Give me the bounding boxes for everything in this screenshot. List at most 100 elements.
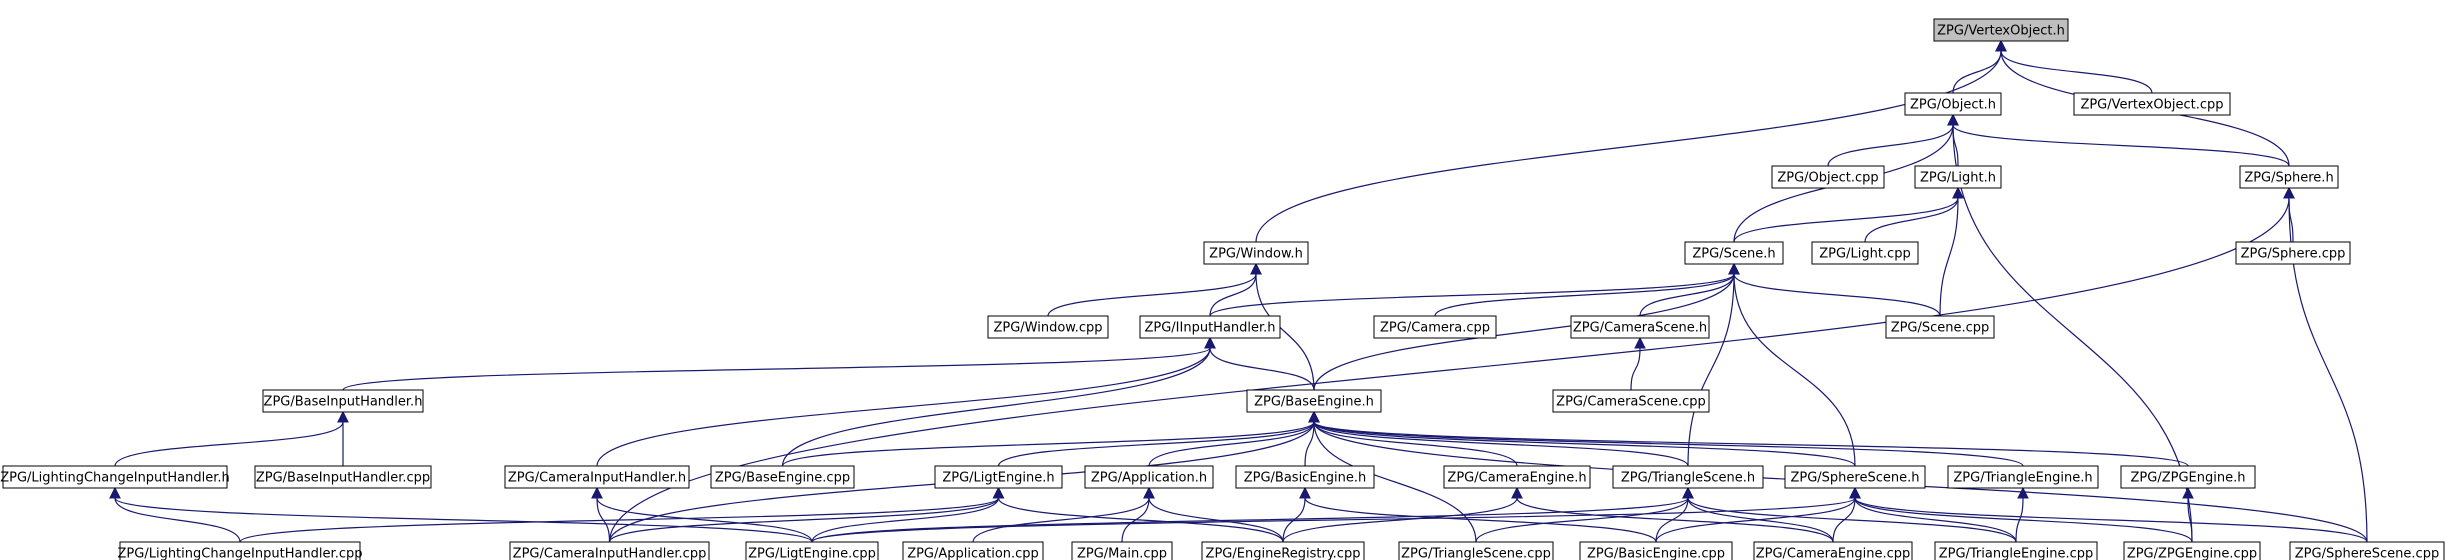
edge-arrowhead: [1728, 262, 1740, 275]
node-box[interactable]: [1947, 465, 2099, 489]
edge-zpgengine_h-to-baseengine_h: [1313, 421, 2189, 467]
node-iinputhandler-h[interactable]: ZPG/IInputHandler.h: [1139, 315, 1281, 339]
node-cameraengine-cpp[interactable]: ZPG/CameraEngine.cpp: [1753, 541, 1913, 560]
node-ligtengine-cpp[interactable]: ZPG/LigtEngine.cpp: [745, 541, 879, 560]
node-box[interactable]: [1753, 541, 1913, 560]
node-light-cpp[interactable]: ZPG/Light.cpp: [1811, 241, 1919, 265]
node-window-h[interactable]: ZPG/Window.h: [1203, 241, 1309, 265]
node-spherescene-h[interactable]: ZPG/SphereScene.h: [1784, 465, 1926, 489]
edge-engineregistry_cpp-to-basicengine_h: [1282, 497, 1306, 543]
node-box[interactable]: [1684, 241, 1784, 265]
node-box[interactable]: [745, 541, 879, 560]
node-baseengine-cpp[interactable]: ZPG/BaseEngine.cpp: [710, 465, 855, 489]
node-vertexobject-h[interactable]: ZPG/VertexObject.h: [1933, 18, 2069, 42]
node-label: ZPG/TriangleEngine.cpp: [1939, 547, 2094, 560]
node-box[interactable]: [1579, 541, 1733, 560]
node-scene-h[interactable]: ZPG/Scene.h: [1684, 241, 1784, 265]
node-ligtengine-h[interactable]: ZPG/LigtEngine.h: [934, 465, 1063, 489]
node-zpgengine-h[interactable]: ZPG/ZPGEngine.h: [2120, 465, 2256, 489]
node-box[interactable]: [1885, 315, 1995, 339]
node-box[interactable]: [119, 541, 361, 560]
node-vertexobject-cpp[interactable]: ZPG/VertexObject.cpp: [2073, 92, 2231, 116]
node-box[interactable]: [1784, 465, 1926, 489]
node-triangleengine-h[interactable]: ZPG/TriangleEngine.h: [1947, 465, 2099, 489]
node-box[interactable]: [1373, 315, 1497, 339]
node-box[interactable]: [1084, 465, 1214, 489]
node-box[interactable]: [1139, 315, 1281, 339]
node-box[interactable]: [2123, 541, 2261, 560]
edge-zpgengine_cpp-to-spherescene_h: [1854, 497, 2193, 543]
node-label: ZPG/CameraInputHandler.h: [508, 471, 686, 486]
edge-arrowhead: [1947, 113, 1959, 126]
node-cameraengine-h[interactable]: ZPG/CameraEngine.h: [1443, 465, 1591, 489]
node-box[interactable]: [1570, 315, 1710, 339]
node-camerascene-h[interactable]: ZPG/CameraScene.h: [1570, 315, 1710, 339]
node-box[interactable]: [987, 315, 1109, 339]
node-trianglescene-cpp[interactable]: ZPG/TriangleScene.cpp: [1398, 541, 1554, 560]
node-box[interactable]: [1398, 541, 1554, 560]
node-box[interactable]: [1612, 465, 1764, 489]
node-box[interactable]: [509, 541, 710, 560]
node-box[interactable]: [1914, 165, 2002, 189]
edge-triangleengine_cpp-to-trianglescene_h: [1687, 497, 2017, 543]
node-box[interactable]: [2120, 465, 2256, 489]
node-application-cpp[interactable]: ZPG/Application.cpp: [902, 541, 1044, 560]
edge-arrowhead: [591, 486, 603, 499]
node-box[interactable]: [254, 465, 432, 489]
node-spherescene-cpp[interactable]: ZPG/SphereScene.cpp: [2289, 541, 2445, 560]
node-triangleengine-cpp[interactable]: ZPG/TriangleEngine.cpp: [1934, 541, 2098, 560]
node-box[interactable]: [2239, 165, 2339, 189]
node-engineregistry-cpp[interactable]: ZPG/EngineRegistry.cpp: [1201, 541, 1365, 560]
node-label: ZPG/ZPGEngine.cpp: [2127, 547, 2257, 560]
edge-baseengine_h-to-iinputhandler_h: [1209, 347, 1315, 391]
node-box[interactable]: [1811, 241, 1919, 265]
node-label: ZPG/LigtEngine.cpp: [748, 547, 876, 560]
node-box[interactable]: [2073, 92, 2231, 116]
node-box[interactable]: [1904, 92, 2002, 116]
node-lightingchange-h[interactable]: ZPG/LightingChangeInputHandler.h: [0, 465, 230, 489]
node-box[interactable]: [1552, 389, 1710, 413]
node-box[interactable]: [2, 465, 228, 489]
node-box[interactable]: [1203, 241, 1309, 265]
node-box[interactable]: [2289, 541, 2445, 560]
node-light-h[interactable]: ZPG/Light.h: [1914, 165, 2002, 189]
node-box[interactable]: [1443, 465, 1591, 489]
node-box[interactable]: [710, 465, 855, 489]
node-box[interactable]: [1934, 541, 2098, 560]
node-sphere-cpp[interactable]: ZPG/Sphere.cpp: [2235, 241, 2351, 265]
node-scene-cpp[interactable]: ZPG/Scene.cpp: [1885, 315, 1995, 339]
node-sphere-h[interactable]: ZPG/Sphere.h: [2239, 165, 2339, 189]
node-box[interactable]: [1933, 18, 2069, 42]
node-box[interactable]: [1771, 165, 1885, 189]
node-box[interactable]: [1235, 465, 1375, 489]
node-label: ZPG/LightingChangeInputHandler.cpp: [118, 547, 363, 560]
node-baseengine-h[interactable]: ZPG/BaseEngine.h: [1246, 389, 1382, 413]
node-main-cpp[interactable]: ZPG/Main.cpp: [1071, 541, 1173, 560]
node-box[interactable]: [1246, 389, 1382, 413]
node-box[interactable]: [1201, 541, 1365, 560]
node-box[interactable]: [1071, 541, 1173, 560]
node-application-h[interactable]: ZPG/Application.h: [1084, 465, 1214, 489]
node-camerascene-cpp[interactable]: ZPG/CameraScene.cpp: [1552, 389, 1710, 413]
node-basicengine-h[interactable]: ZPG/BasicEngine.h: [1235, 465, 1375, 489]
node-box[interactable]: [262, 389, 424, 413]
node-basicengine-cpp[interactable]: ZPG/BasicEngine.cpp: [1579, 541, 1733, 560]
edge-window_h-to-vertexobject_h: [1255, 50, 2002, 243]
node-camerainputhandler-cpp[interactable]: ZPG/CameraInputHandler.cpp: [509, 541, 710, 560]
node-object-cpp[interactable]: ZPG/Object.cpp: [1771, 165, 1885, 189]
node-baseinputhandler-cpp[interactable]: ZPG/BaseInputHandler.cpp: [254, 465, 432, 489]
node-object-h[interactable]: ZPG/Object.h: [1904, 92, 2002, 116]
node-camera-cpp[interactable]: ZPG/Camera.cpp: [1373, 315, 1497, 339]
node-window-cpp[interactable]: ZPG/Window.cpp: [987, 315, 1109, 339]
node-camerainputhandler-h[interactable]: ZPG/CameraInputHandler.h: [504, 465, 690, 489]
node-trianglescene-h[interactable]: ZPG/TriangleScene.h: [1612, 465, 1764, 489]
node-lightingchange-cpp[interactable]: ZPG/LightingChangeInputHandler.cpp: [118, 541, 363, 560]
node-box[interactable]: [504, 465, 690, 489]
node-box[interactable]: [902, 541, 1044, 560]
node-baseinputhandler-h[interactable]: ZPG/BaseInputHandler.h: [262, 389, 424, 413]
edge-camerascene_h-to-scene_h: [1639, 273, 1735, 317]
edge-ligtengine_h-to-baseengine_h: [997, 421, 1315, 467]
node-box[interactable]: [2235, 241, 2351, 265]
node-box[interactable]: [934, 465, 1063, 489]
node-zpgengine-cpp[interactable]: ZPG/ZPGEngine.cpp: [2123, 541, 2261, 560]
